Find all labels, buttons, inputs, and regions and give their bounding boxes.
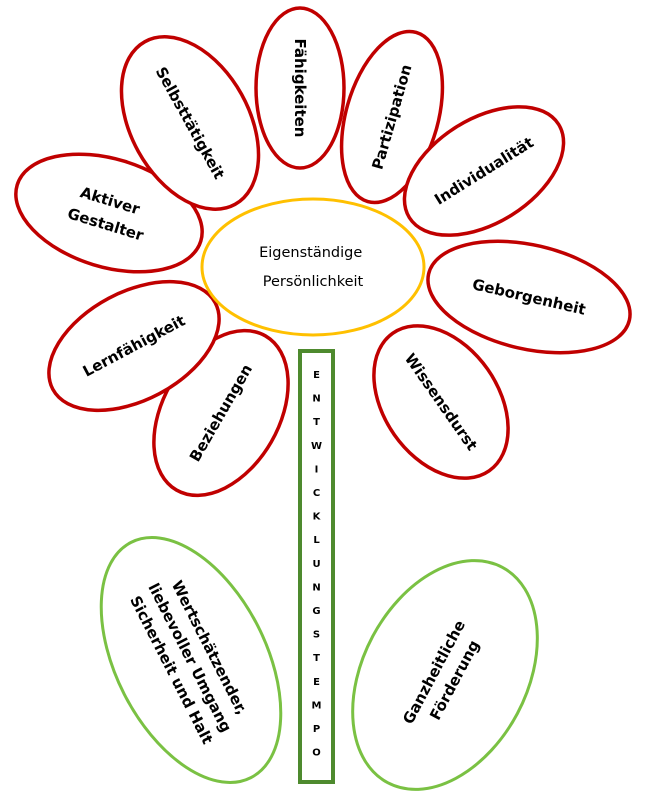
stem-letter: N	[312, 582, 320, 593]
petal-faehigkeiten-label: Fähigkeiten	[292, 39, 310, 138]
petal-individualitaet: Individualität	[402, 105, 566, 237]
stem-letter: E	[313, 677, 320, 688]
petal-faehigkeiten: Fähigkeiten	[254, 6, 346, 170]
stem-letter: L	[313, 535, 320, 546]
stem-letter: K	[313, 512, 322, 523]
petal-aktiver-gestalter: Aktiver Gestalter	[14, 152, 204, 274]
petal-wissensdurst: Wissensdurst	[372, 324, 510, 480]
stem-letter: E	[313, 370, 320, 381]
petal-selbsttaetigkeit: Selbsttätigkeit	[119, 35, 261, 211]
center-label: Eigenständige Persönlichkeit	[259, 245, 367, 290]
stem-letter: M	[312, 700, 322, 711]
leaf-left: Wertschätzender, liebevoller Umgang Sich…	[99, 536, 283, 784]
stem-letter: U	[312, 559, 320, 570]
petal-geborgenheit: Geborgenheit	[426, 239, 632, 355]
flower-center: Eigenständige Persönlichkeit	[200, 197, 426, 337]
petal-partizipation: Partizipation	[339, 29, 445, 205]
stem-letter: T	[313, 653, 320, 664]
stem-letter: P	[313, 724, 320, 735]
stem-box	[298, 349, 335, 784]
stem-letter: W	[311, 441, 322, 452]
stem-letter: G	[312, 606, 320, 617]
stem: E N T W I C K L U N G S T E M P O	[298, 349, 335, 784]
stem-letter: T	[313, 417, 320, 428]
stem-letter: I	[315, 464, 319, 475]
stem-letter: N	[312, 394, 320, 405]
stem-letters: E N T W I C K L U N G S T E M P O	[311, 370, 322, 759]
stem-letter: S	[313, 630, 320, 641]
stem-letter: O	[312, 748, 321, 759]
leaf-right: Ganzheitliche Förderung	[351, 559, 539, 791]
petal-lernfaehigkeit: Lernfähigkeit	[47, 279, 221, 413]
stem-letter: C	[313, 488, 320, 499]
